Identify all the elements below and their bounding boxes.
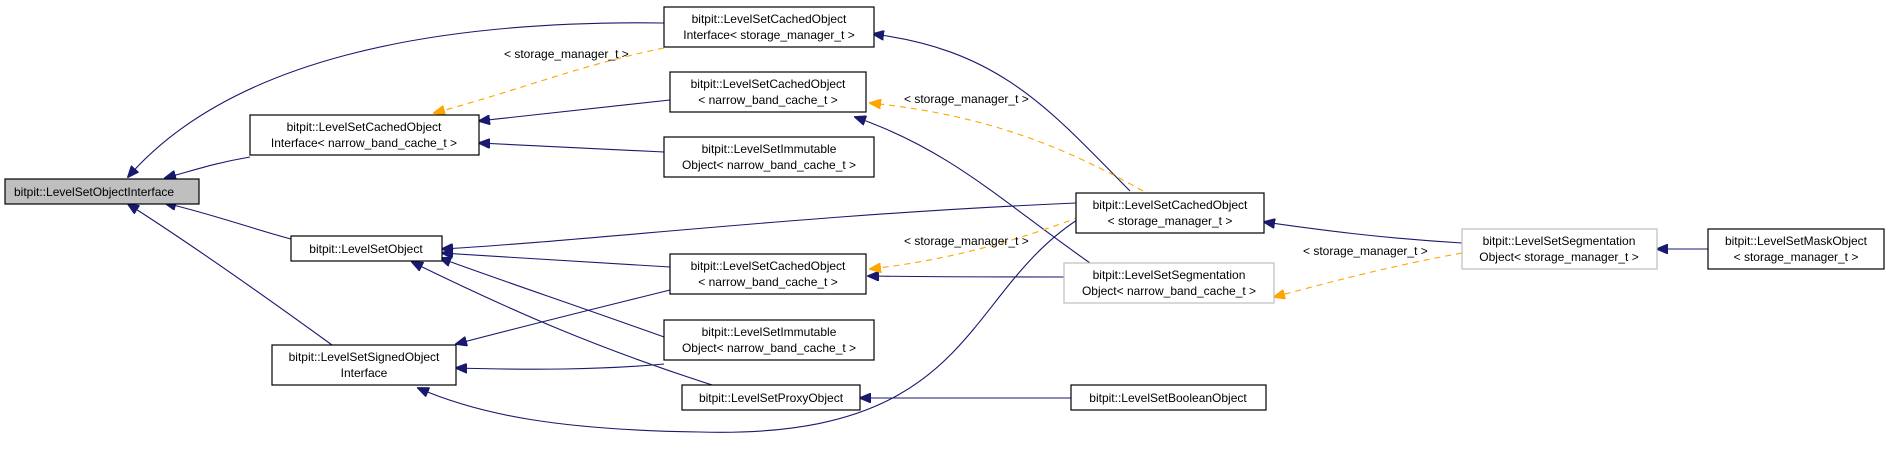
node-proxy-object-line1: bitpit::LevelSetProxyObject [699, 391, 844, 405]
edge-label-storage-to-cached-mid: < storage_manager_t > [904, 234, 1029, 248]
node-mask-object-line2: < storage_manager_t > [1734, 250, 1859, 264]
node-signed-iface-line2: Interface [341, 366, 388, 380]
edge-template-storage-to-cached-nbc-top [870, 103, 1144, 192]
edge-cached-nbc-top-to-cached-iface-nbc [479, 99, 671, 121]
node-cached-iface-storage[interactable]: bitpit::LevelSetCachedObject Interface< … [663, 6, 875, 48]
edge-labels: < storage_manager_t > < storage_manager_… [504, 47, 1428, 258]
edge-cached-storage-to-cached-iface-storage [873, 34, 1131, 192]
node-proxy-object[interactable]: bitpit::LevelSetProxyObject [681, 384, 861, 411]
node-cached-nbc-top-line1: bitpit::LevelSetCachedObject [691, 77, 846, 91]
edge-immutable-nbc-mid-to-signed-iface [456, 364, 665, 369]
node-cached-nbc-mid-line1: bitpit::LevelSetCachedObject [691, 259, 846, 273]
node-cached-nbc-mid-line2: < narrow_band_cache_t > [698, 275, 837, 289]
edge-signed-iface-to-object-interface [128, 204, 333, 346]
edge-cached-storage-to-signed-iface [418, 214, 1086, 433]
node-levelset-object[interactable]: bitpit::LevelSetObject [290, 235, 443, 262]
node-mask-object-line1: bitpit::LevelSetMaskObject [1725, 234, 1868, 248]
node-segmentation-storage-line2: Object< storage_manager_t > [1479, 250, 1638, 264]
edge-label-storage-to-cached-top: < storage_manager_t > [904, 92, 1029, 106]
node-immutable-nbc-top-line2: Object< narrow_band_cache_t > [682, 158, 856, 172]
node-segmentation-storage[interactable]: bitpit::LevelSetSegmentation Object< sto… [1461, 228, 1658, 270]
edge-template-storage-to-cached-nbc-mid [870, 212, 1091, 269]
node-cached-iface-nbc-line2: Interface< narrow_band_cache_t > [271, 136, 457, 150]
node-immutable-nbc-top[interactable]: bitpit::LevelSetImmutable Object< narrow… [663, 136, 875, 178]
edge-proxy-to-levelset-object [412, 262, 729, 391]
node-segmentation-nbc[interactable]: bitpit::LevelSetSegmentation Object< nar… [1063, 262, 1275, 304]
node-cached-iface-nbc-line1: bitpit::LevelSetCachedObject [287, 120, 442, 134]
edge-label-storage-to-iface: < storage_manager_t > [504, 47, 629, 61]
edge-levelset-object-to-object-interface [165, 203, 292, 240]
node-boolean-object-line1: bitpit::LevelSetBooleanObject [1089, 391, 1247, 405]
edge-cached-iface-storage-to-object-interface [128, 22, 665, 177]
node-cached-iface-nbc[interactable]: bitpit::LevelSetCachedObject Interface< … [249, 114, 480, 156]
node-mask-object[interactable]: bitpit::LevelSetMaskObject < storage_man… [1707, 228, 1885, 270]
edge-immutable-nbc-top-to-cached-iface-nbc [479, 143, 665, 153]
node-immutable-nbc-mid[interactable]: bitpit::LevelSetImmutable Object< narrow… [663, 319, 875, 361]
node-immutable-nbc-top-line1: bitpit::LevelSetImmutable [702, 142, 837, 156]
node-cached-nbc-top[interactable]: bitpit::LevelSetCachedObject < narrow_ba… [669, 71, 867, 113]
edge-immutable-nbc-mid-to-levelset-object [440, 258, 668, 339]
node-signed-iface[interactable]: bitpit::LevelSetSignedObject Interface [271, 344, 457, 386]
node-cached-iface-storage-line2: Interface< storage_manager_t > [683, 28, 854, 42]
node-object-interface-line1: bitpit::LevelSetObjectInterface [14, 185, 174, 199]
edge-segmentation-nbc-to-cached-nbc-top [855, 117, 1091, 264]
template-edges [434, 47, 1463, 297]
node-cached-storage[interactable]: bitpit::LevelSetCachedObject < storage_m… [1075, 192, 1265, 234]
node-cached-nbc-top-line2: < narrow_band_cache_t > [698, 93, 837, 107]
edge-segmentation-nbc-to-cached-nbc-mid [868, 276, 1065, 277]
node-cached-storage-line1: bitpit::LevelSetCachedObject [1093, 198, 1248, 212]
node-cached-storage-line2: < storage_manager_t > [1108, 214, 1233, 228]
node-boolean-object[interactable]: bitpit::LevelSetBooleanObject [1070, 384, 1267, 411]
node-segmentation-nbc-line1: bitpit::LevelSetSegmentation [1093, 268, 1246, 282]
node-cached-nbc-mid[interactable]: bitpit::LevelSetCachedObject < narrow_ba… [669, 253, 867, 295]
node-immutable-nbc-mid-line1: bitpit::LevelSetImmutable [702, 325, 837, 339]
edge-cached-nbc-mid-to-signed-iface [456, 288, 675, 344]
node-segmentation-nbc-line2: Object< narrow_band_cache_t > [1082, 284, 1256, 298]
edge-label-storage-to-segmentation: < storage_manager_t > [1303, 244, 1428, 258]
node-immutable-nbc-mid-line2: Object< narrow_band_cache_t > [682, 341, 856, 355]
edge-segmentation-storage-to-cached-storage [1264, 222, 1463, 244]
node-levelset-object-line1: bitpit::LevelSetObject [309, 242, 423, 256]
edge-cached-storage-to-levelset-object [442, 202, 1077, 249]
node-object-interface[interactable]: bitpit::LevelSetObjectInterface [4, 178, 200, 205]
edge-cached-iface-nbc-to-object-interface [165, 156, 251, 178]
edge-cached-nbc-mid-to-levelset-object [442, 253, 671, 268]
node-segmentation-storage-line1: bitpit::LevelSetSegmentation [1483, 234, 1636, 248]
inheritance-edges [128, 22, 1708, 433]
node-signed-iface-line1: bitpit::LevelSetSignedObject [289, 350, 440, 364]
edge-template-segmentation [1274, 252, 1463, 297]
node-cached-iface-storage-line1: bitpit::LevelSetCachedObject [692, 12, 847, 26]
